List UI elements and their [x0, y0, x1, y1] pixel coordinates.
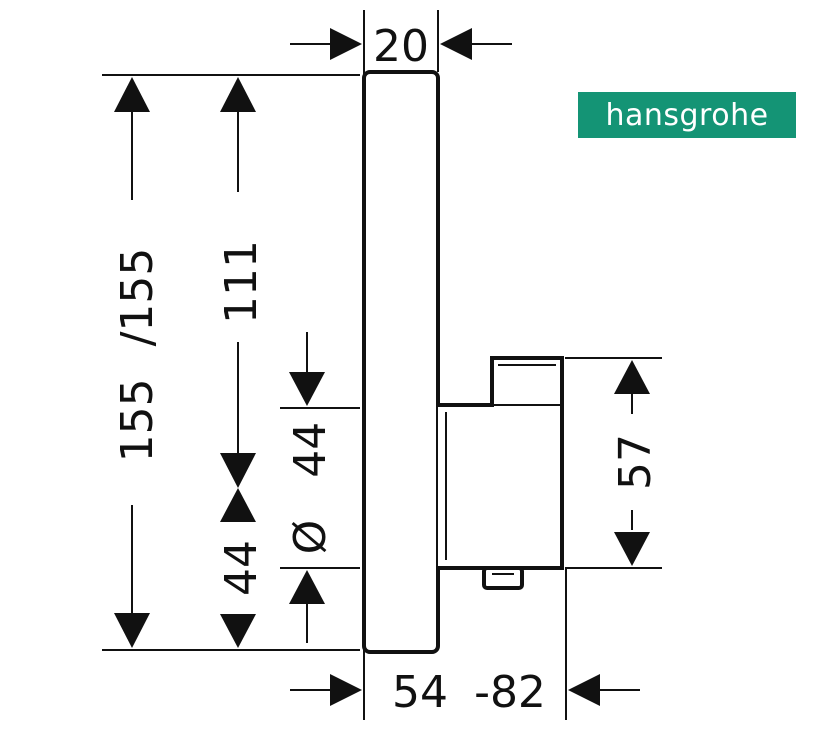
- arrow-20-left: [330, 28, 362, 60]
- logo-text: hansgrohe: [605, 97, 769, 133]
- dim-dia-label: Ø 44: [285, 422, 336, 555]
- arrow-bottom-right: [568, 674, 600, 706]
- dim-54-label: 54: [392, 667, 448, 718]
- arrow-155-bottom: [114, 613, 150, 648]
- body-outlet: [482, 566, 524, 590]
- arrow-20-right: [440, 28, 472, 60]
- dim-155-value: 155: [112, 378, 163, 462]
- dim-155-alt: /155: [112, 248, 163, 347]
- arrow-dia-top: [289, 372, 325, 406]
- arrow-bottom-left: [330, 674, 362, 706]
- arrow-dia-bottom: [289, 570, 325, 604]
- arrow-111-bottom: [220, 453, 256, 488]
- dim-82-label: -82: [474, 667, 546, 718]
- arrow-57-bottom: [614, 532, 650, 566]
- dim-155-label: 155 /155: [112, 248, 163, 463]
- arrow-44-lower-bottom: [220, 614, 256, 648]
- dim-111-label: 111: [216, 240, 267, 324]
- arrow-111-top: [220, 77, 256, 112]
- arrow-155-top: [114, 77, 150, 112]
- dim-dia-symbol: Ø: [285, 520, 336, 555]
- dim-dia-value: 44: [285, 422, 336, 478]
- thermostat-body: [438, 356, 564, 570]
- dim-44-lower-label: 44: [216, 540, 267, 596]
- dim-57-label: 57: [610, 434, 661, 490]
- hansgrohe-logo: hansgrohe: [578, 92, 796, 138]
- cover-plate: [362, 70, 440, 654]
- arrow-57-top: [614, 360, 650, 394]
- dim-20-label: 20: [373, 21, 429, 72]
- arrow-44-lower-top: [220, 488, 256, 522]
